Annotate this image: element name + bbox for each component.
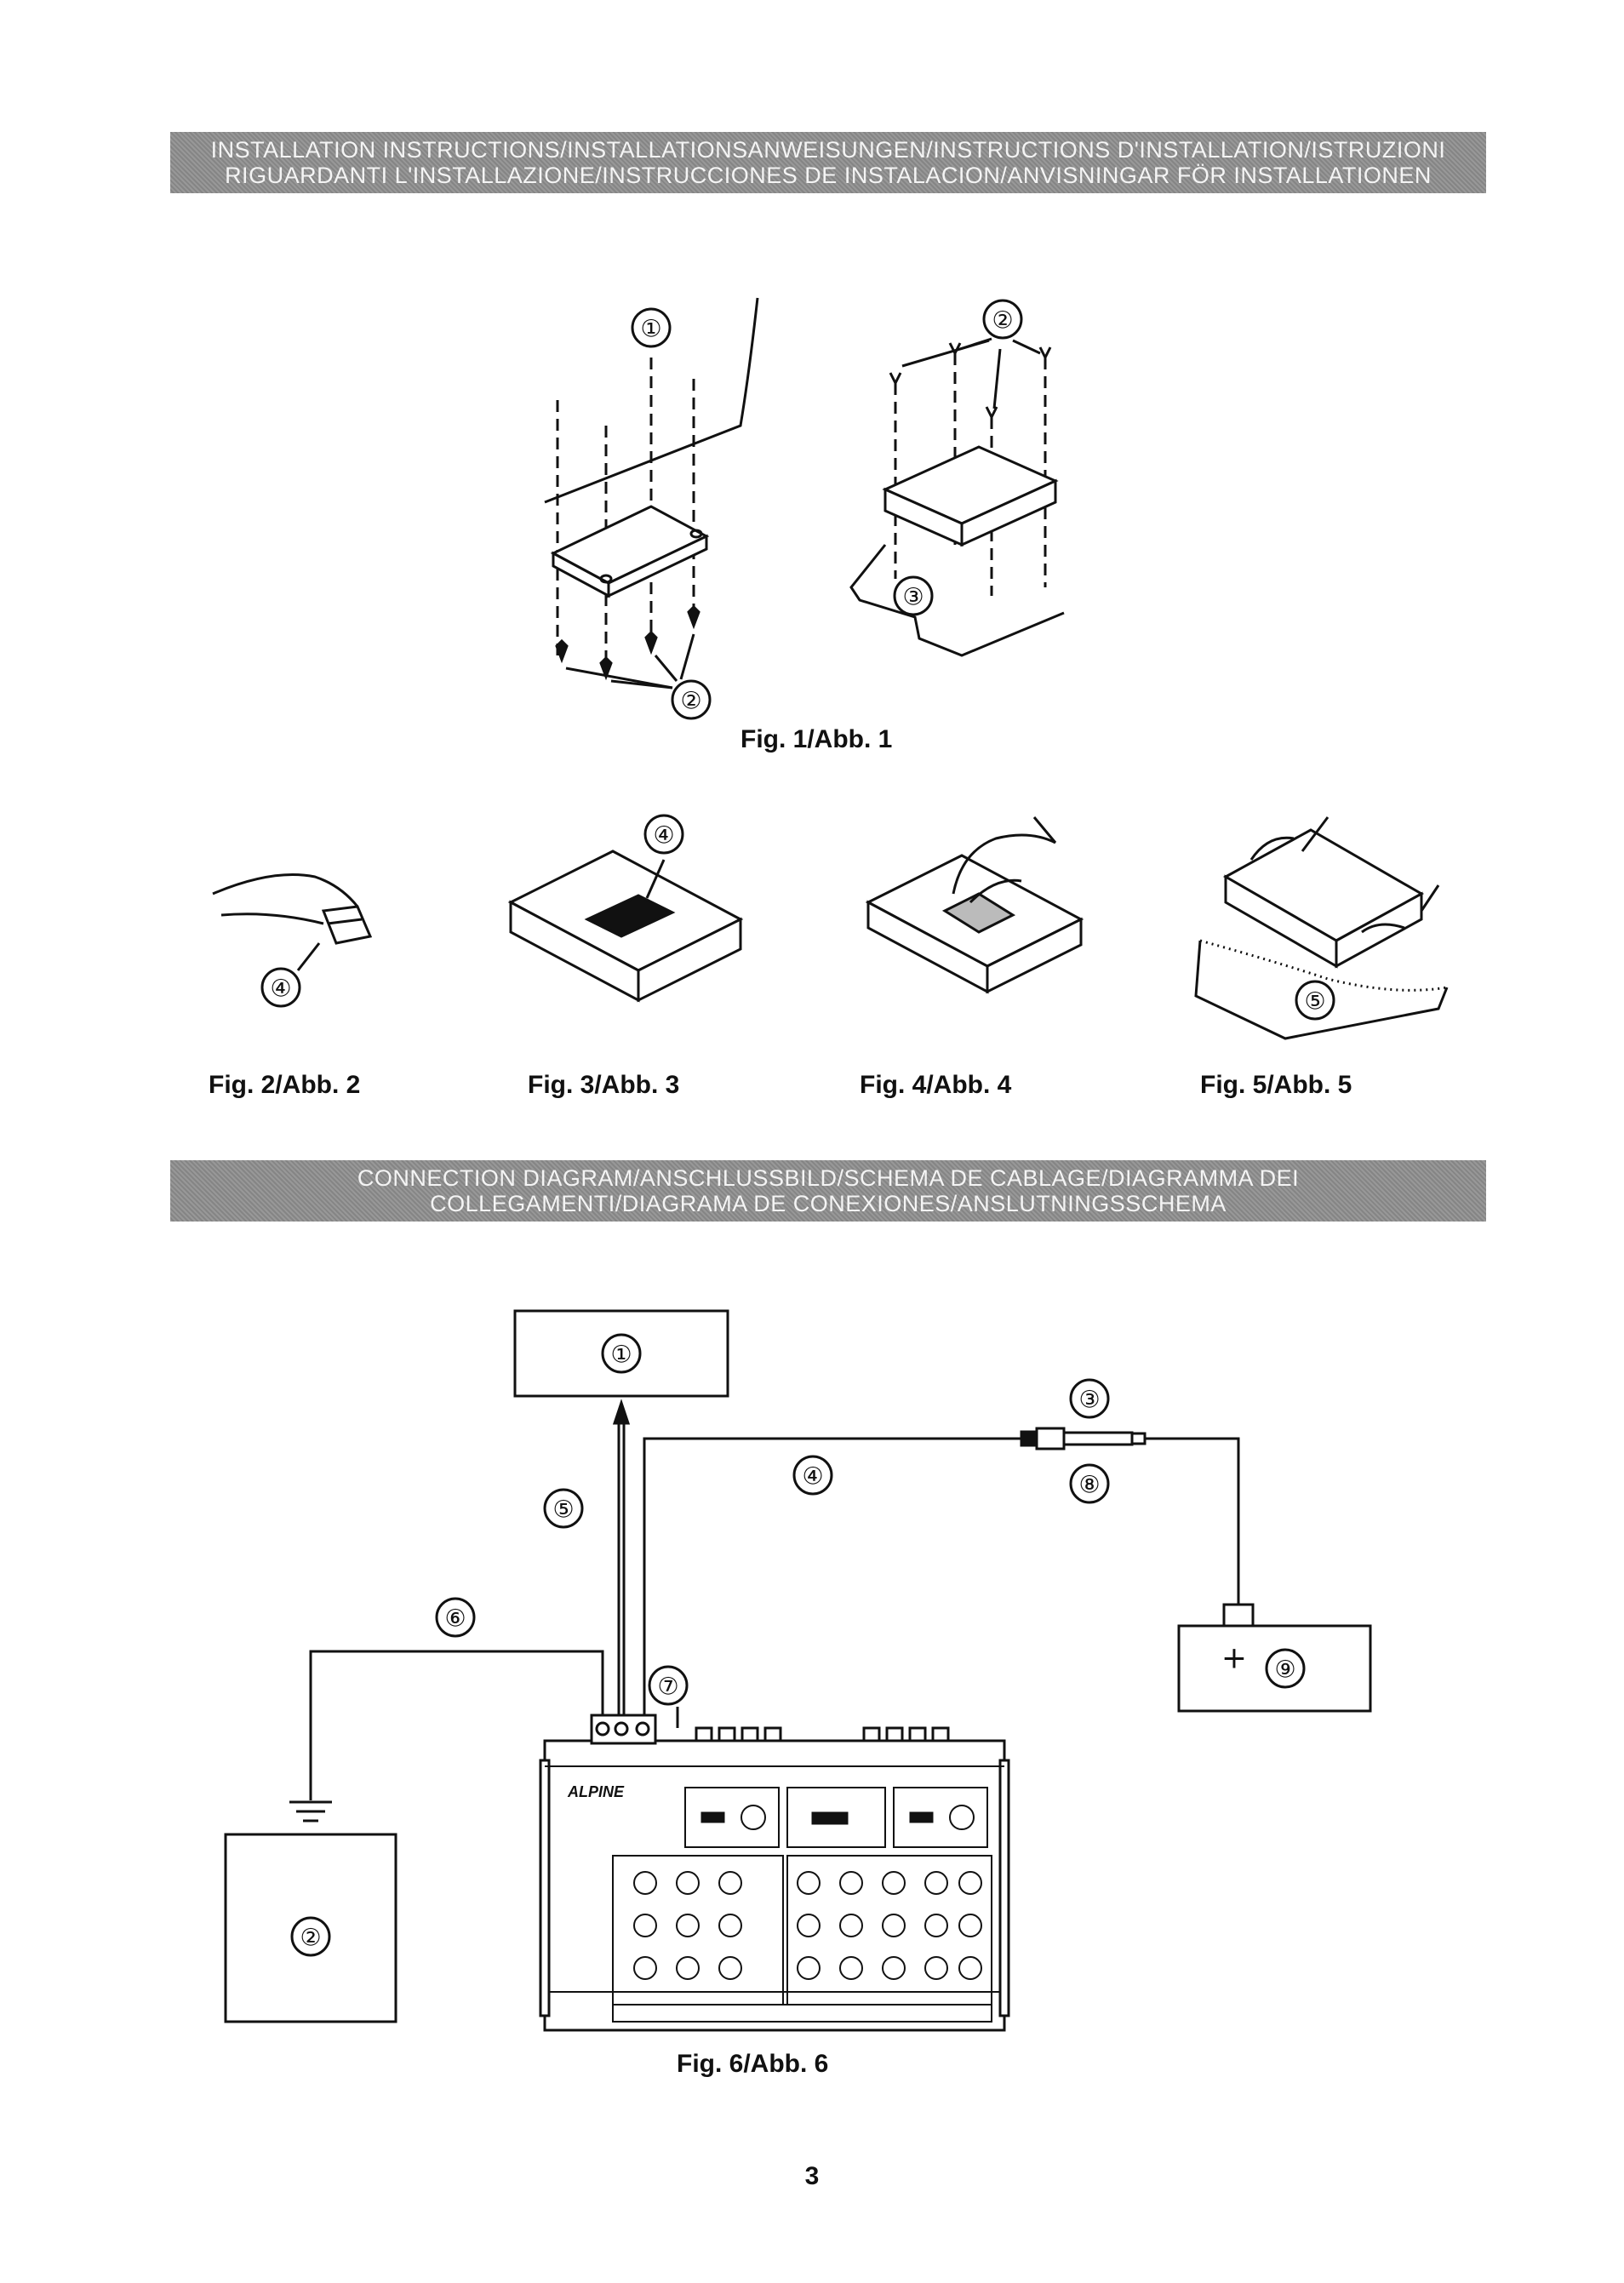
- fig2-caption: Fig. 2/Abb. 2: [209, 1071, 361, 1099]
- fig3-drawing: [507, 814, 744, 1003]
- fig4-caption: Fig. 4/Abb. 4: [860, 1071, 1012, 1099]
- fig1-left-drawing: [544, 297, 759, 720]
- callout-5: ⑤: [552, 1496, 574, 1524]
- connection-diagram-banner: CONNECTION DIAGRAM/ANSCHLUSSBILD/SCHEMA …: [170, 1160, 1486, 1222]
- banner-line-2: RIGUARDANTI L'INSTALLAZIONE/INSTRUCCIONE…: [225, 163, 1432, 188]
- callout-1: ①: [640, 315, 661, 343]
- banner-line-2: COLLEGAMENTI/DIAGRAMA DE CONEXIONES/ANSL…: [430, 1191, 1227, 1216]
- callout-4: ④: [270, 975, 291, 1003]
- battery-box: [1177, 1624, 1372, 1713]
- callout-3: ③: [1078, 1386, 1100, 1414]
- fig1-right-drawing: [849, 299, 1065, 657]
- callout-2: ②: [680, 687, 701, 715]
- page-number: 3: [804, 2162, 820, 2190]
- fig4-drawing: [865, 816, 1084, 994]
- callout-4: ④: [802, 1462, 823, 1491]
- brand-logo: ALPINE: [567, 1783, 625, 1800]
- callout-2: ②: [992, 306, 1013, 335]
- fig1-caption: Fig. 1/Abb. 1: [741, 725, 893, 753]
- fig5-drawing: [1194, 816, 1449, 1040]
- battery-plus-sign: +: [1221, 1641, 1247, 1676]
- device-box-1: [513, 1309, 729, 1398]
- fig5-caption: Fig. 5/Abb. 5: [1200, 1071, 1352, 1099]
- fig2-drawing: [212, 873, 373, 1008]
- callout-4: ④: [653, 821, 674, 850]
- callout-6: ⑥: [444, 1605, 466, 1633]
- device-box-2: [224, 1833, 397, 2023]
- banner-line-1: INSTALLATION INSTRUCTIONS/INSTALLATIONSA…: [210, 137, 1446, 163]
- callout-2: ②: [300, 1924, 321, 1952]
- callout-8: ⑧: [1078, 1471, 1100, 1499]
- banner-line-1: CONNECTION DIAGRAM/ANSCHLUSSBILD/SCHEMA …: [357, 1165, 1300, 1191]
- fig3-caption: Fig. 3/Abb. 3: [528, 1071, 680, 1099]
- callout-9: ⑨: [1274, 1656, 1295, 1684]
- callout-3: ③: [902, 583, 924, 611]
- callout-1: ①: [610, 1341, 632, 1369]
- callout-7: ⑦: [657, 1673, 678, 1701]
- callout-5: ⑤: [1304, 987, 1325, 1016]
- fig6-caption: Fig. 6/Abb. 6: [677, 2050, 829, 2078]
- installation-instructions-banner: INSTALLATION INSTRUCTIONS/INSTALLATIONSA…: [170, 132, 1486, 193]
- eq-knob-grid: [633, 1871, 982, 1980]
